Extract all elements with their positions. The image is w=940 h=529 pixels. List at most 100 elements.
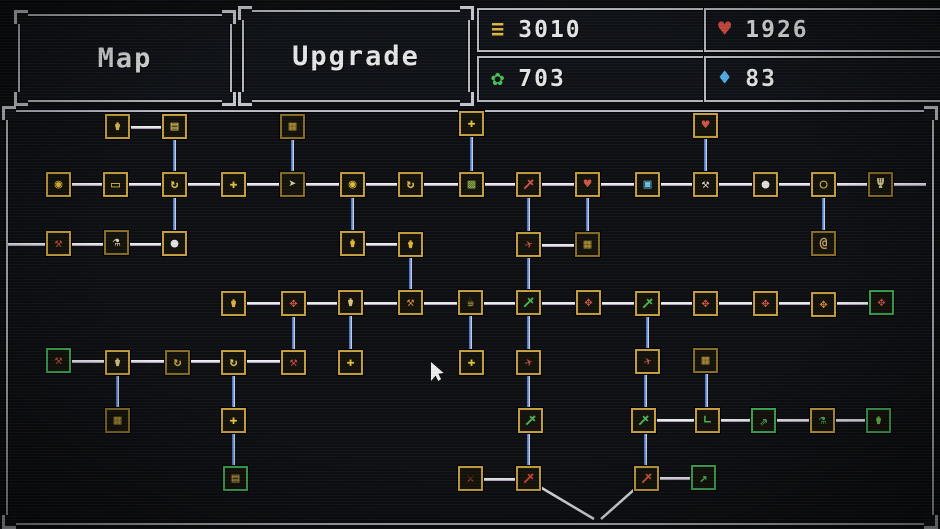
shield-icon: ▣ bbox=[643, 177, 652, 192]
ring-icon: ○ bbox=[819, 177, 828, 192]
bomb-skill-node[interactable]: ● bbox=[162, 231, 187, 256]
swirl-icon: ↻ bbox=[229, 355, 238, 370]
pickaxe-skill-node[interactable]: ⚒ bbox=[46, 231, 71, 256]
heart-icon: ♥ bbox=[701, 118, 710, 133]
move-arrows-skill-node[interactable]: ✥ bbox=[576, 290, 601, 315]
crossed-swords-skill-node[interactable]: ⚔ bbox=[458, 466, 483, 491]
coin-skill-node[interactable]: ◉ bbox=[46, 172, 71, 197]
boot-skill-node[interactable]: ∟ bbox=[695, 408, 720, 433]
hammer-skill-node[interactable]: ⚒ bbox=[398, 290, 423, 315]
plus-skill-node[interactable]: ✚ bbox=[459, 111, 484, 136]
heart-skill-node[interactable]: ♥ bbox=[575, 172, 600, 197]
maze-skill-node[interactable]: ▦ bbox=[575, 232, 600, 257]
maze-skill-node[interactable]: ▦ bbox=[280, 114, 305, 139]
mortar-icon: ⚱ bbox=[346, 295, 355, 310]
pear-skill-node[interactable]: ⚱ bbox=[866, 408, 891, 433]
tree-edge bbox=[8, 243, 174, 246]
double-arrow-skill-node[interactable]: ⇗ bbox=[751, 408, 776, 433]
potion-skill-node[interactable]: ⚗ bbox=[810, 408, 835, 433]
maze-icon: ▦ bbox=[288, 119, 297, 134]
basket-skill-node[interactable]: ⚱ bbox=[398, 232, 423, 257]
arrow-icon: ↗ bbox=[699, 469, 708, 486]
map-skill-node[interactable]: ▩ bbox=[459, 172, 484, 197]
shield-skill-node[interactable]: ▣ bbox=[635, 172, 660, 197]
arrows-coin-icon: ✥ bbox=[819, 297, 828, 312]
watering-can-icon: ☕ bbox=[466, 295, 475, 310]
move-arrows-icon: ✥ bbox=[877, 295, 886, 310]
arrows-slash-skill-node[interactable]: ✥ bbox=[753, 291, 778, 316]
hammer-skill-node[interactable]: ⚒ bbox=[281, 350, 306, 375]
sword-hook-skill-node[interactable]: † bbox=[518, 408, 543, 433]
flask-skill-node[interactable]: ⚗ bbox=[104, 230, 129, 255]
egg-skill-node[interactable]: ● bbox=[753, 172, 778, 197]
move-arrows-skill-node[interactable]: ✥ bbox=[281, 291, 306, 316]
sword-hook-icon: † bbox=[521, 410, 541, 430]
pot-icon: ⚱ bbox=[113, 119, 122, 134]
crossed-swords-icon: ⚔ bbox=[466, 471, 475, 486]
coin-skill-node[interactable]: ◉ bbox=[340, 172, 365, 197]
plane-skill-node[interactable]: ✈ bbox=[635, 349, 660, 374]
pot-skill-node[interactable]: ⚱ bbox=[105, 114, 130, 139]
sword-icon: † bbox=[634, 410, 654, 430]
pickaxe-icon: ⚒ bbox=[54, 353, 63, 368]
pickaxe-skill-node[interactable]: ⚒ bbox=[46, 348, 71, 373]
plus-skill-node[interactable]: ✚ bbox=[221, 172, 246, 197]
maze-skill-node[interactable]: ▦ bbox=[693, 348, 718, 373]
slingshot-icon: Ψ bbox=[876, 177, 885, 192]
sword-skill-node[interactable]: † bbox=[516, 290, 541, 315]
basket-icon: ⚱ bbox=[348, 236, 357, 251]
slingshot-skill-node[interactable]: Ψ bbox=[868, 172, 893, 197]
move-arrows-icon: ✥ bbox=[289, 296, 298, 311]
coin-icon: ◉ bbox=[54, 177, 63, 192]
ring-skill-node[interactable]: ○ bbox=[811, 172, 836, 197]
tree-edge bbox=[233, 302, 881, 305]
bomb-icon: ● bbox=[170, 236, 179, 251]
plus-icon: ✚ bbox=[229, 177, 238, 192]
swirl-skill-node[interactable]: ↻ bbox=[398, 172, 423, 197]
sword-skill-node[interactable]: † bbox=[635, 291, 660, 316]
plus-skill-node[interactable]: ✚ bbox=[221, 408, 246, 433]
mortar-skill-node[interactable]: ⚱ bbox=[105, 350, 130, 375]
hand-icon: ➤ bbox=[288, 177, 297, 192]
tree-edge bbox=[527, 185, 530, 478]
plane-skill-node[interactable]: ✈ bbox=[516, 232, 541, 257]
heart-skill-node[interactable]: ♥ bbox=[693, 113, 718, 138]
hand-skill-node[interactable]: ➤ bbox=[280, 172, 305, 197]
chest-skill-node[interactable]: ▤ bbox=[162, 114, 187, 139]
basket-icon: ⚱ bbox=[406, 237, 415, 252]
plus-icon: ✚ bbox=[346, 355, 355, 370]
sword-skill-node[interactable]: † bbox=[516, 172, 541, 197]
plane-icon: ✈ bbox=[522, 236, 535, 253]
window-skill-node[interactable]: ▭ bbox=[103, 172, 128, 197]
arrow-skill-node[interactable]: ↗ bbox=[691, 465, 716, 490]
crate-skill-node[interactable]: ▤ bbox=[223, 466, 248, 491]
swirl-skill-node[interactable]: ↻ bbox=[162, 172, 187, 197]
arrows-coin-skill-node[interactable]: ✥ bbox=[811, 292, 836, 317]
swirl-skill-node[interactable]: ↻ bbox=[221, 350, 246, 375]
watering-can-skill-node[interactable]: ☕ bbox=[458, 290, 483, 315]
mortar-skill-node[interactable]: ⚱ bbox=[338, 290, 363, 315]
move-arrows-icon: ✥ bbox=[584, 295, 593, 310]
pickaxe-icon: ⚒ bbox=[54, 236, 63, 251]
move-arrows-skill-node[interactable]: ✥ bbox=[869, 290, 894, 315]
window-icon: ▭ bbox=[110, 175, 121, 193]
potion-icon: ⚗ bbox=[818, 413, 827, 428]
boot-icon: ∟ bbox=[703, 413, 712, 428]
basket-skill-node[interactable]: ⚱ bbox=[340, 231, 365, 256]
move-arrows-skill-node[interactable]: ✥ bbox=[693, 291, 718, 316]
map-icon: ▩ bbox=[467, 177, 476, 192]
sword-skill-node[interactable]: † bbox=[631, 408, 656, 433]
snail-skill-node[interactable]: @ bbox=[811, 231, 836, 256]
crossed-tools-skill-node[interactable]: ⚒ bbox=[693, 172, 718, 197]
swirl-icon: ↻ bbox=[173, 355, 182, 370]
maze-skill-node[interactable]: ▦ bbox=[105, 408, 130, 433]
plus-skill-node[interactable]: ✚ bbox=[459, 350, 484, 375]
plus-skill-node[interactable]: ✚ bbox=[338, 350, 363, 375]
plus-icon: ✚ bbox=[229, 413, 238, 428]
swirl-skill-node[interactable]: ↻ bbox=[165, 350, 190, 375]
sword-hook-skill-node[interactable]: † bbox=[634, 466, 659, 491]
sword-skill-node[interactable]: † bbox=[516, 466, 541, 491]
basket-skill-node[interactable]: ⚱ bbox=[221, 291, 246, 316]
plane-skill-node[interactable]: ✈ bbox=[516, 350, 541, 375]
